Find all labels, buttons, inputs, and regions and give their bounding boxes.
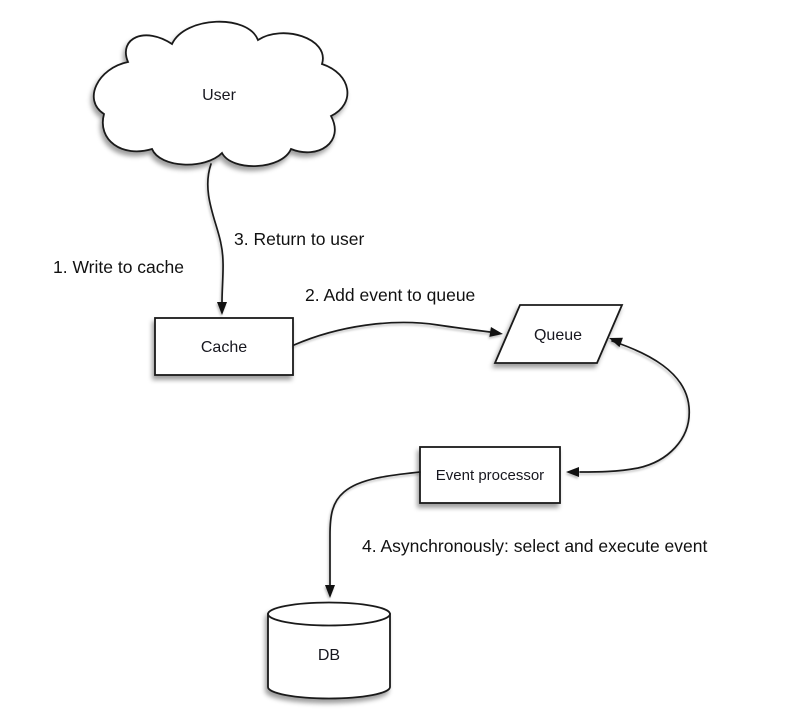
edge-event-processor-to-db-line bbox=[329, 471, 421, 586]
edge-user-to-cache-line bbox=[206, 163, 224, 303]
step2-add-event-to-queue-label: 2. Add event to queue bbox=[305, 285, 475, 305]
edge-queue-event-processor bbox=[566, 337, 690, 477]
queue-node bbox=[493, 304, 624, 364]
edge-cache-to-queue bbox=[293, 321, 503, 346]
db-label: DB bbox=[318, 647, 340, 664]
event-processor-node bbox=[419, 446, 561, 504]
step3-return-to-user-label: 3. Return to user bbox=[234, 229, 365, 249]
cache-label: Cache bbox=[201, 339, 247, 356]
step1-write-to-cache-label: 1. Write to cache bbox=[53, 257, 184, 277]
cloud-shape bbox=[92, 20, 349, 167]
cache-box bbox=[154, 317, 294, 376]
edge-queue-event-processor-line bbox=[579, 340, 690, 473]
db-cylinder-top bbox=[267, 601, 391, 627]
queue-label: Queue bbox=[534, 327, 582, 344]
arrowhead-into-queue-right bbox=[609, 337, 623, 348]
arrowhead-into-db bbox=[325, 585, 335, 598]
event-processor-label: Event processor bbox=[436, 467, 544, 484]
step4-async-select-execute-label: 4. Asynchronously: select and execute ev… bbox=[362, 536, 707, 556]
user-cloud-node bbox=[92, 20, 349, 167]
user-label: User bbox=[202, 87, 236, 104]
arrowhead-into-queue-left bbox=[489, 327, 503, 337]
event-processor-box bbox=[419, 446, 561, 504]
db-cylinder-body bbox=[267, 613, 391, 700]
edge-user-to-cache bbox=[206, 163, 227, 315]
cache-node bbox=[154, 317, 294, 376]
db-node bbox=[267, 601, 391, 700]
arrowhead-into-cache bbox=[217, 302, 227, 315]
edge-cache-to-queue-line bbox=[293, 321, 491, 346]
queue-parallelogram bbox=[493, 304, 624, 364]
arrowhead-into-event-processor bbox=[566, 467, 579, 477]
edge-event-processor-to-db bbox=[325, 471, 421, 598]
